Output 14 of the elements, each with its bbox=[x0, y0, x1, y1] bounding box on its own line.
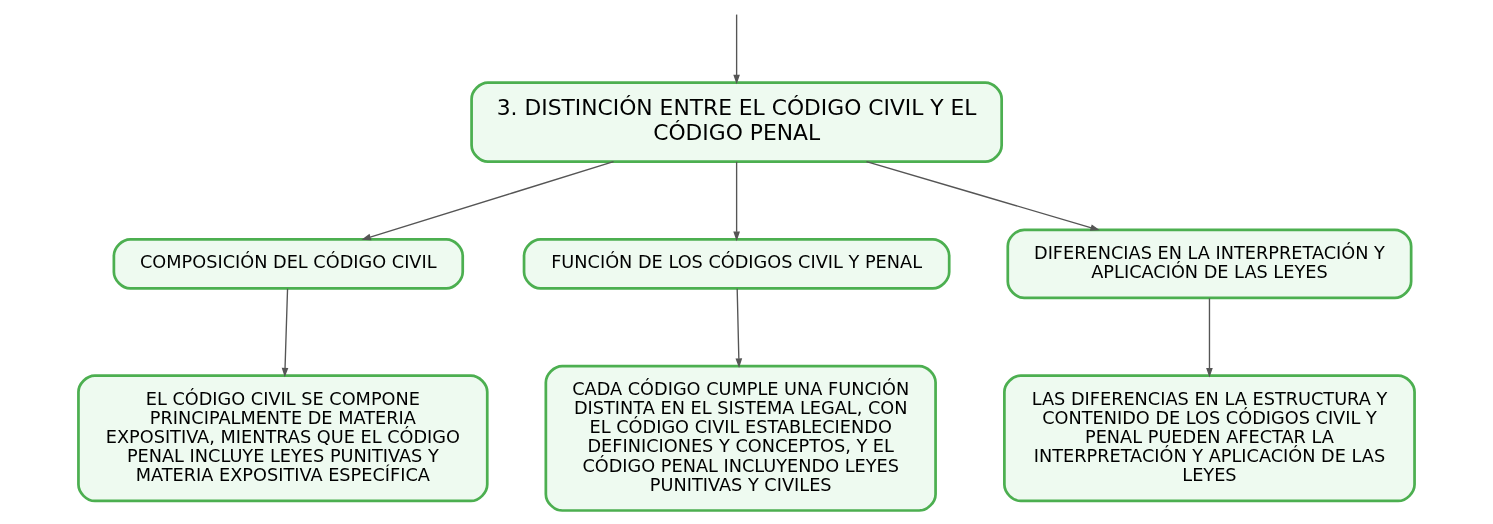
arrow bbox=[281, 288, 289, 378]
arrow bbox=[865, 161, 1100, 231]
arrow bbox=[1206, 297, 1213, 378]
node-box: CADA CÓDIGO CUMPLE UNA FUNCIÓN DISTINTA EN EL SISTEMA LEGAL, CON EL CÓDIGO CIVIL ESTABLECIENDO DEFINICIONES Y CONCEPTOS, Y EL CÓDIGO PENAL INCLUYENDO LEYES PUNITIVAS Y CIVILES bbox=[544, 364, 937, 512]
node-box: 3. DISTINCIÓN ENTRE EL CÓDIGO CIVIL Y EL CÓDIGO PENAL bbox=[470, 81, 1004, 163]
node-box: DIFERENCIAS EN LA INTERPRETACIÓN Y APLICACIÓN DE LAS LEYES bbox=[1006, 228, 1413, 300]
arrow bbox=[733, 161, 740, 242]
arrow bbox=[361, 161, 615, 241]
node-box: EL CÓDIGO CIVIL SE COMPONE PRINCIPALMENTE DE MATERIA EXPOSITIVA, MIENTRAS QUE EL CÓDIGO PENAL INCLUYE LEYES PUNITIVAS Y MATERIA EXPOSITIVA ESPECÍFICA bbox=[77, 374, 489, 503]
node-box: FUNCIÓN DE LOS CÓDIGOS CIVIL Y PENAL bbox=[522, 237, 951, 290]
arrow bbox=[733, 13, 740, 85]
node-box: LAS DIFERENCIAS EN LA ESTRUCTURA Y CONTENIDO DE LOS CÓDIGOS CIVIL Y PENAL PUEDEN AFECTAR LA INTERPRETACIÓN Y APLICACIÓN DE LAS LEYES bbox=[1003, 374, 1416, 503]
node-box: COMPOSICIÓN DEL CÓDIGO CIVIL bbox=[112, 237, 465, 290]
arrow bbox=[735, 288, 743, 368]
